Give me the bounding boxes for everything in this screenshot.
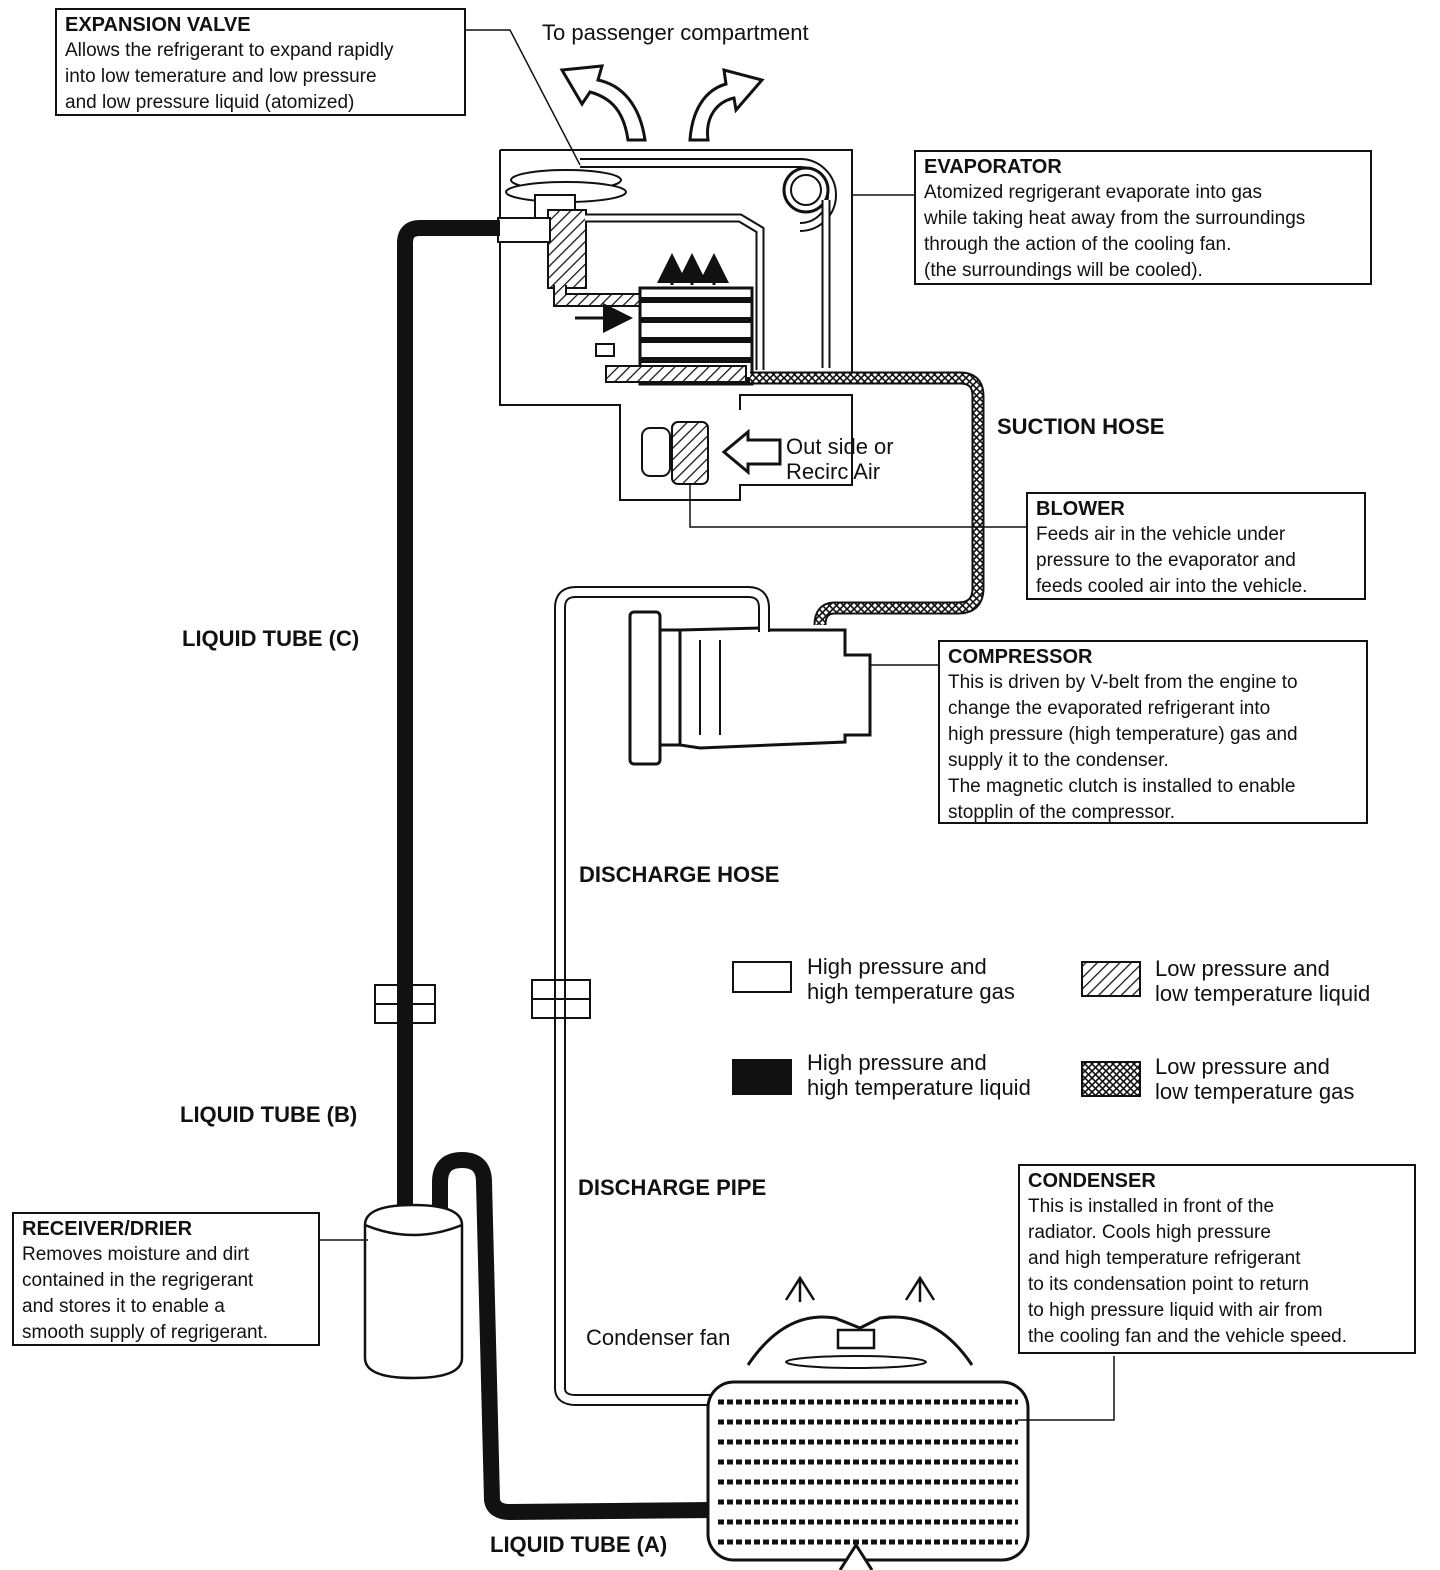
discharge-hose-label: DISCHARGE HOSE <box>579 862 780 887</box>
passenger-compartment-label: To passenger compartment <box>542 20 809 45</box>
leader-lines <box>320 29 1115 1421</box>
suction-hose-label: SUCTION HOSE <box>997 414 1165 439</box>
condenser-title: CONDENSER <box>1028 1170 1156 1192</box>
outside-air-label: Out side or Recirc Air <box>786 434 894 484</box>
compressor <box>628 610 872 766</box>
suction-hose <box>750 371 985 626</box>
legend-text-black: High pressure and high temperature liqui… <box>807 1050 1031 1100</box>
condenser-callout: CONDENSER This is installed in front of … <box>1018 1164 1416 1354</box>
receiver-drier <box>363 1203 464 1380</box>
liquid-tube-a-label: LIQUID TUBE (A) <box>490 1532 668 1557</box>
compressor-callout: COMPRESSOR This is driven by V-belt from… <box>938 640 1368 824</box>
expansion-valve-text: Allows the refrigerant to expand rapidly… <box>65 40 394 113</box>
liquid-tube-a <box>432 1151 713 1521</box>
legend-swatch-white <box>732 961 792 993</box>
liquid-tube-c-b <box>397 220 500 1222</box>
legend-swatches <box>732 961 1141 1097</box>
passenger-airflow-arrows <box>559 64 765 142</box>
blower-text: Feeds air in the vehicle under pressure … <box>1036 524 1308 597</box>
condenser-text: This is installed in front of the radiat… <box>1028 1196 1348 1347</box>
receiver-drier-title: RECEIVER/DRIER <box>22 1218 193 1240</box>
evaporator-callout: EVAPORATOR Atomized regrigerant evaporat… <box>914 150 1372 285</box>
blower <box>641 421 782 485</box>
discharge-pipe-label: DISCHARGE PIPE <box>578 1175 767 1200</box>
receiver-drier-text: Removes moisture and dirt contained in t… <box>22 1244 269 1343</box>
receiver-drier-callout: RECEIVER/DRIER Removes moisture and dirt… <box>12 1212 320 1346</box>
legend-text-white: High pressure and high temperature gas <box>807 954 1015 1004</box>
legend-swatch-black <box>732 1059 792 1095</box>
blower-title: BLOWER <box>1036 498 1125 520</box>
liquid-tube-b-label: LIQUID TUBE (B) <box>180 1102 358 1127</box>
expansion-valve-title: EXPANSION VALVE <box>65 14 251 36</box>
expansion-valve-callout: EXPANSION VALVE Allows the refrigerant t… <box>55 8 466 116</box>
legend-swatch-crosshatch <box>1081 1061 1141 1097</box>
evaporator-text: Atomized regrigerant evaporate into gas … <box>924 182 1306 281</box>
blower-callout: BLOWER Feeds air in the vehicle under pr… <box>1026 492 1366 600</box>
compressor-text: This is driven by V-belt from the engine… <box>948 672 1298 823</box>
condenser <box>706 1275 1030 1570</box>
compressor-title: COMPRESSOR <box>948 646 1093 668</box>
condenser-fan-label: Condenser fan <box>586 1325 731 1350</box>
legend-text-hatch: Low pressure and low temperature liquid <box>1155 956 1371 1006</box>
legend-text-crosshatch: Low pressure and low temperature gas <box>1155 1054 1355 1104</box>
tube-clamps <box>374 979 591 1024</box>
legend-swatch-hatch <box>1081 961 1141 997</box>
evaporator-title: EVAPORATOR <box>924 156 1062 178</box>
liquid-tube-c-label: LIQUID TUBE (C) <box>182 626 360 651</box>
evaporator-core <box>497 158 837 386</box>
